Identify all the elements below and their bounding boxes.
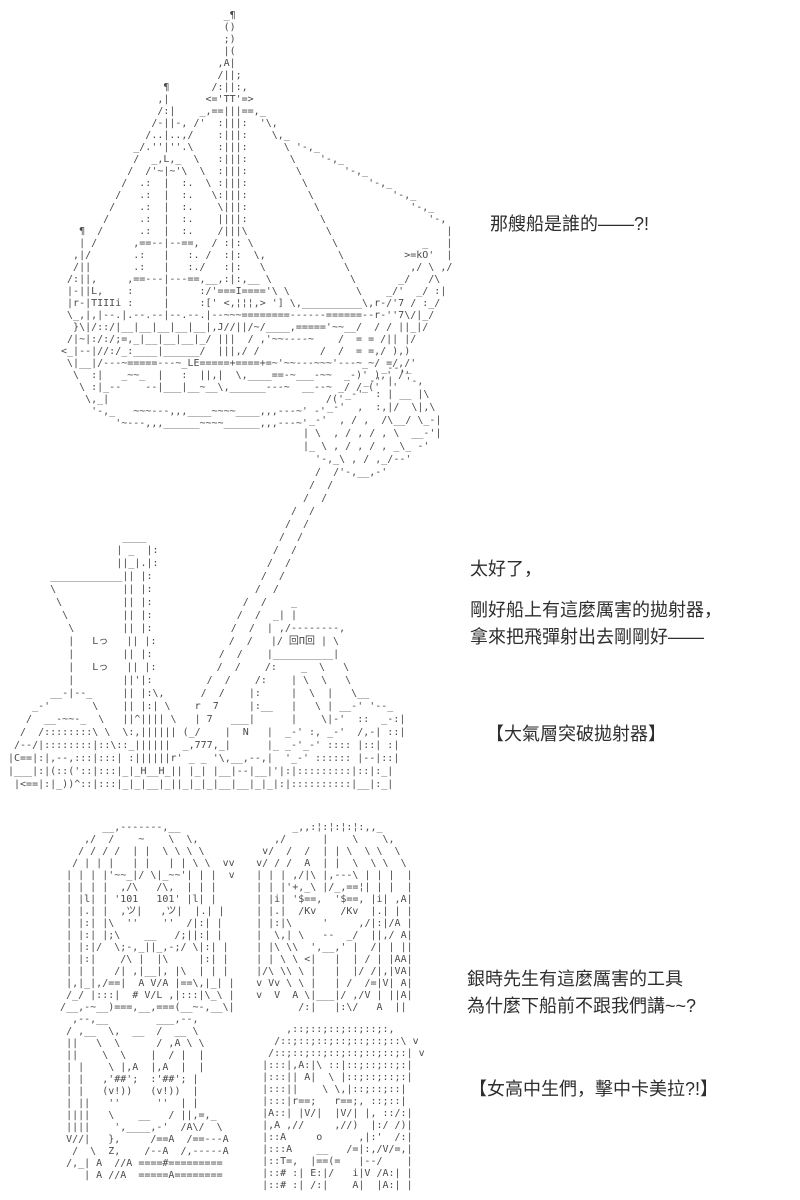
sailing-ship-ascii-art: _¶ () ;) |( ,A| /||; ¶ /:||:, (61, 10, 453, 429)
girl-portrait-top-left-ascii-art: __,-------,__ ,/ / ~ \ \, / / / / | | \ … (60, 822, 235, 1013)
caption-great: 太好了， (470, 559, 542, 579)
caption-launcher-dialogue: 剛好船上有這麼厲害的拋射器， 拿來把飛彈射出去剛剛好—— (470, 600, 722, 647)
caption-whose-ship: 那艘船是誰的——?! (490, 214, 650, 234)
girl-portrait-bottom-right-ascii-art: ,::;::;::;::;::;:, /::;::;::;::;::;::;::… (262, 1024, 425, 1191)
girl-portrait-bottom-left-ascii-art: ,--,__ ___,--, / ,__ \, __ / __ \ || \ \… (66, 1014, 229, 1181)
label-schoolgirls-kamera: 【女高中生們，擊中卡美拉?!】 (469, 1079, 719, 1099)
girl-portrait-top-right-ascii-art: _,,:¦:¦:¦:¦:,,_ ,/ | \ \, v/ / / | | \ \… (256, 822, 413, 1013)
launcher-catapult-ascii-art: _--,_ _-' | '-, _-' : | __ |\ (8, 363, 442, 790)
label-atmosphere-launcher: 【大氣層突破拋射器】 (486, 724, 666, 744)
caption-gintoki-complaint: 銀時先生有這麼厲害的工具 為什麼下船前不跟我們講~~? (467, 969, 697, 1016)
